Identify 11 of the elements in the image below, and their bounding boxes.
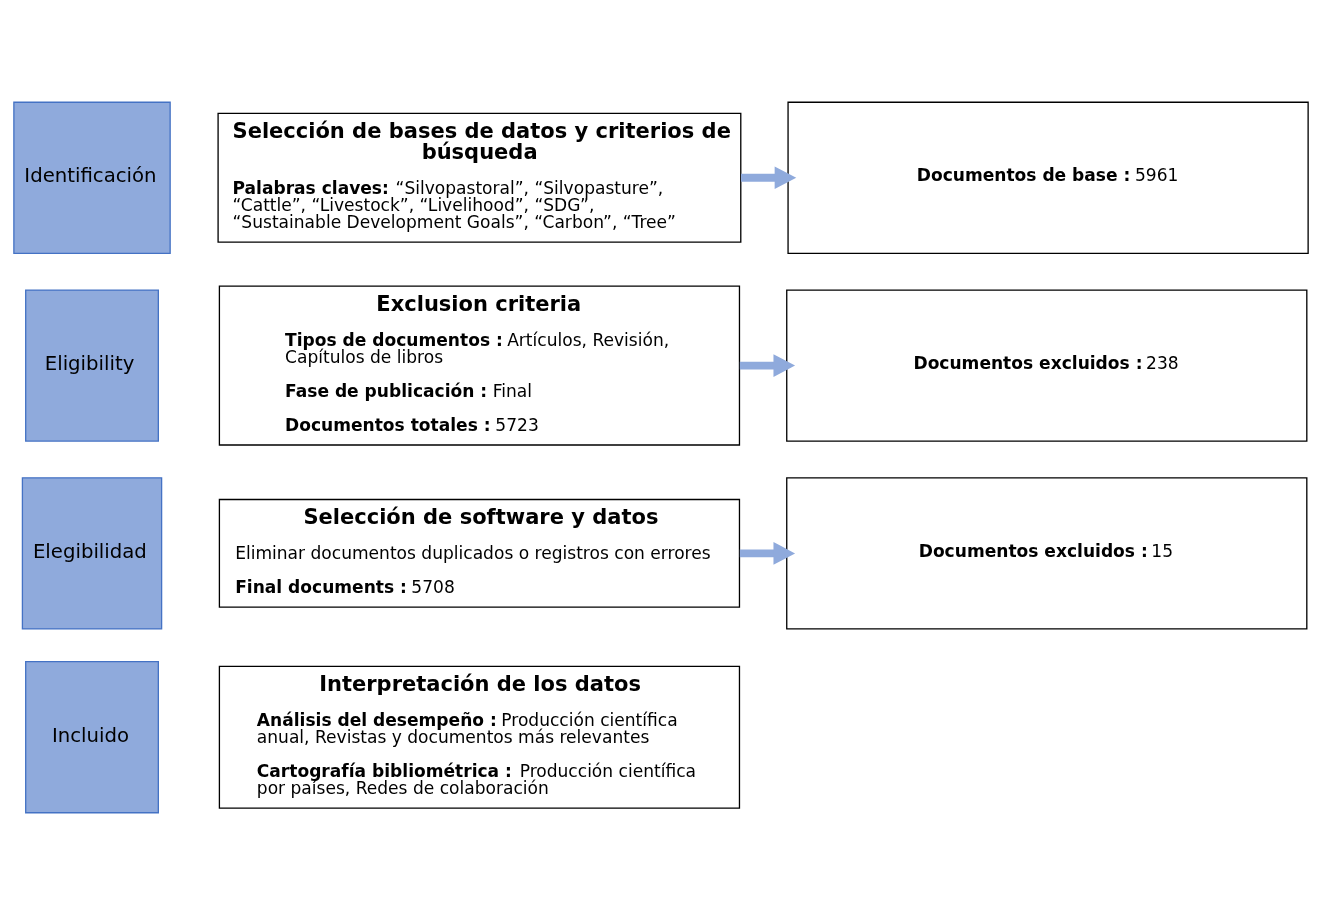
node-box: Documentos excluidos : 238 xyxy=(786,289,1308,442)
node-box: Selección de bases de datos y criterios de búsqueda Palabras claves: “Silvopastoral”, “Silvopasture”, “Cattle”, “Livestock”, “Livelihood”, “SDG”, “Sustainable Development Goals”, “Carbon”, “Tree” xyxy=(217,112,742,243)
node-box: Incluido xyxy=(25,661,159,814)
node-box: Exclusion criteria Tipos de documentos : Artículos, Revisión, Capítulos de libros Fase de publicación : Final Documentos totales : 5723 xyxy=(218,285,741,446)
node-box: Selección de software y datos Eliminar documentos duplicados o registros con errores Final documents : 5708 xyxy=(218,498,741,608)
node-box: Documentos excluidos : 15 xyxy=(786,477,1308,630)
node-box: Interpretación de los datos Análisis del desempeño : Producción científica anual, Revistas y documentos más relevantes Cartografía bibliométrica : Producción científica por países, Redes de colaboración xyxy=(218,665,741,809)
node-box: Documentos de base : 5961 xyxy=(787,101,1309,254)
node-box: Identificación xyxy=(13,101,171,254)
node-box: Elegibilidad xyxy=(21,477,163,630)
node-box: Eligibility xyxy=(25,289,159,442)
